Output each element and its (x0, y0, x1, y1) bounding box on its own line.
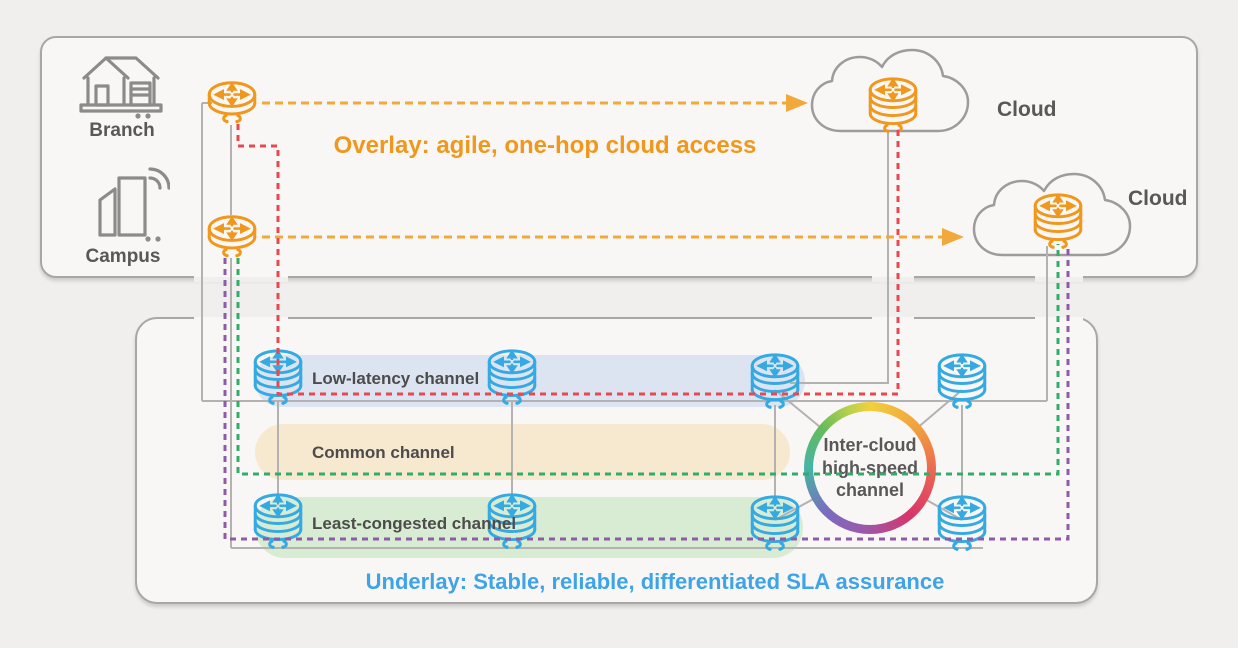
intercloud-router-top-right-icon (935, 352, 989, 410)
intercloud-router-bottom-left-icon (748, 494, 802, 552)
border-gap (872, 312, 914, 322)
intercloud-router-bottom-right-icon (935, 494, 989, 552)
inter-cloud-channel-label: Inter-cloud high-speed channel (813, 411, 927, 525)
house-icon (79, 56, 163, 119)
border-gap (1035, 312, 1083, 322)
underlay-caption: Underlay: Stable, reliable, differentiat… (365, 569, 945, 594)
cloud1-router-icon (866, 76, 920, 134)
cloud1-label: Cloud (997, 98, 1057, 121)
channel-label-low-latency: Low-latency channel (312, 369, 480, 388)
inter-cloud-channel-ring: Inter-cloud high-speed channel (804, 402, 936, 534)
intercloud-router-top-left-icon (748, 352, 802, 410)
low-latency-router-2-icon (485, 348, 539, 406)
border-gap (194, 272, 288, 282)
channel-label-least-congested: Least-congested channel (312, 514, 517, 533)
inter-cloud-line3: channel (835, 480, 905, 501)
inter-cloud-line2: high-speed (821, 457, 918, 478)
campus-router-icon (205, 214, 259, 260)
channel-label-common: Common channel (312, 443, 455, 462)
low-latency-router-1-icon (251, 348, 305, 406)
office-building-icon (98, 167, 170, 242)
overlay-caption: Overlay: agile, one-hop cloud access (333, 132, 757, 159)
cloud2-router-icon (1031, 192, 1085, 250)
least-congested-router-1-icon (251, 492, 305, 550)
campus-label: Campus (85, 246, 161, 267)
border-gap (194, 312, 288, 322)
border-gap (1035, 272, 1083, 282)
cloud2-label: Cloud (1128, 187, 1188, 210)
border-gap (872, 272, 914, 282)
inter-cloud-line1: Inter-cloud (823, 435, 917, 456)
branch-label: Branch (89, 120, 155, 141)
branch-router-icon (205, 80, 259, 126)
